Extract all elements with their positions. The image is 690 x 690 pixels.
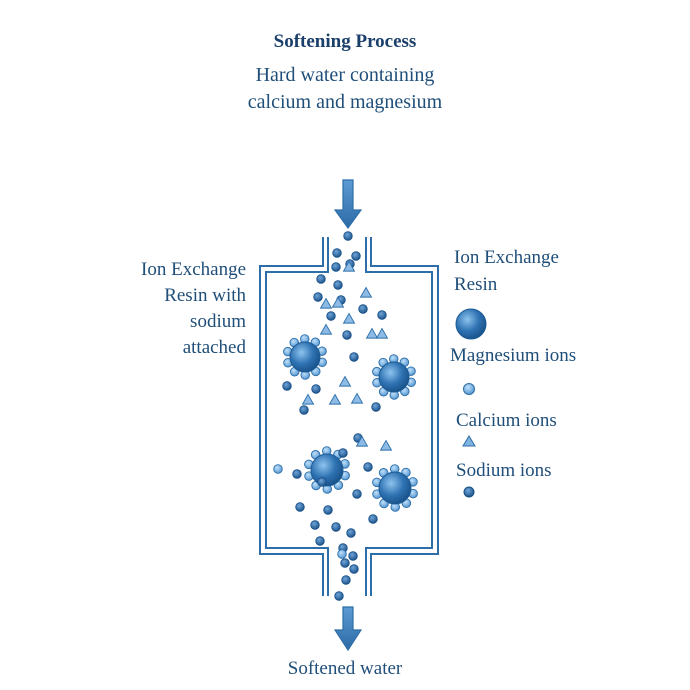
- ion-particles: [273, 231, 393, 601]
- legend-resin-icon: [455, 308, 487, 340]
- resin-core: [310, 453, 344, 487]
- resin-bead: [283, 334, 327, 380]
- calcium-ion: [359, 286, 373, 298]
- input-label-line1: Hard water containing: [255, 64, 435, 86]
- legend-resin-line: Resin: [454, 274, 498, 295]
- sodium-ion: [346, 528, 356, 538]
- resin-bead: [304, 446, 350, 494]
- sodium-ion: [331, 262, 341, 272]
- sodium-ion: [292, 469, 302, 479]
- calcium-ion: [342, 312, 356, 324]
- legend-magnesium-label: Magnesium ions: [450, 345, 577, 366]
- resin-bead: [372, 354, 416, 400]
- sodium-ion: [348, 551, 358, 561]
- magnesium-ion: [273, 464, 283, 474]
- sodium-ion: [332, 248, 342, 258]
- exchange-vessel: [259, 237, 439, 596]
- resin-bead: [372, 464, 418, 512]
- legend-sodium-label: Sodium ions: [456, 460, 552, 481]
- calcium-ion: [342, 260, 356, 272]
- legend-resin-line: Ion Exchange: [454, 247, 559, 268]
- legend-calcium-label: Calcium ions: [456, 410, 557, 431]
- output-label: Softened water: [287, 658, 403, 679]
- calcium-ion: [338, 375, 352, 387]
- calcium-ion: [350, 392, 364, 404]
- sodium-ion: [363, 462, 373, 472]
- calcium-ion: [328, 393, 342, 405]
- sodium-ion: [343, 231, 353, 241]
- sodium-ion: [338, 448, 348, 458]
- calcium-ion: [319, 297, 333, 309]
- sodium-ion: [371, 402, 381, 412]
- resin-label-left: Ion Exchange Resin with sodium attached: [141, 257, 246, 361]
- sodium-ion: [326, 311, 336, 321]
- legend-sodium-icon: [463, 486, 475, 498]
- calcium-ion: [319, 323, 333, 335]
- calcium-ion: [301, 393, 315, 405]
- sodium-ion: [341, 575, 351, 585]
- sodium-ion: [349, 564, 359, 574]
- resin-core: [289, 341, 321, 373]
- sodium-ion: [311, 384, 321, 394]
- outlet-arrow: [333, 606, 363, 652]
- sodium-ion: [331, 522, 341, 532]
- resin-core: [378, 471, 412, 505]
- input-label: Hard water containing calcium and magnes…: [0, 62, 690, 116]
- sodium-ion: [334, 591, 344, 601]
- sodium-ion: [333, 280, 343, 290]
- sodium-ion: [310, 520, 320, 530]
- calcium-ion: [365, 327, 379, 339]
- inlet-arrow: [333, 179, 363, 230]
- resin-label-line: Ion Exchange: [141, 259, 246, 280]
- legend-resin-title: Ion Exchange Resin: [454, 244, 559, 298]
- calcium-ion: [355, 435, 369, 447]
- sodium-ion: [352, 489, 362, 499]
- sodium-ion: [317, 477, 327, 487]
- sodium-ion: [349, 352, 359, 362]
- resin-label-line: attached: [182, 337, 246, 358]
- sodium-ion: [368, 514, 378, 524]
- legend-magnesium-icon: [463, 383, 475, 395]
- calcium-ion: [331, 296, 345, 308]
- sodium-ion: [342, 330, 352, 340]
- sodium-ion: [377, 310, 387, 320]
- calcium-ion: [379, 439, 393, 451]
- sodium-ion: [313, 292, 323, 302]
- legend-calcium-icon: [462, 435, 476, 447]
- sodium-ion: [323, 505, 333, 515]
- sodium-ion: [351, 251, 361, 261]
- sodium-ion: [316, 274, 326, 284]
- sodium-ion: [340, 558, 350, 568]
- input-label-line2: calcium and magnesium: [247, 91, 443, 113]
- magnesium-ion: [337, 549, 347, 559]
- sodium-ion: [299, 405, 309, 415]
- calcium-ion: [375, 327, 389, 339]
- sodium-ion: [315, 536, 325, 546]
- sodium-ion: [295, 502, 305, 512]
- resin-label-line: Resin with: [164, 285, 246, 306]
- diagram-title: Softening Process: [273, 31, 417, 52]
- sodium-ion: [358, 304, 368, 314]
- sodium-ion: [282, 381, 292, 391]
- resin-label-line: sodium: [190, 311, 246, 332]
- resin-core: [378, 361, 410, 393]
- resin-beads: [283, 334, 418, 512]
